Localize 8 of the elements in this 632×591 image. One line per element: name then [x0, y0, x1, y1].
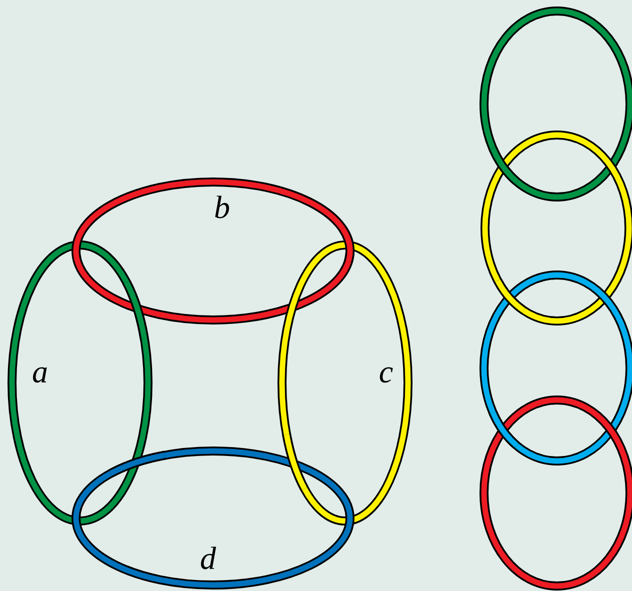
ring: a	[8, 240, 152, 526]
ring: c	[278, 240, 412, 526]
ring	[480, 6, 632, 202]
ring: b	[72, 178, 354, 324]
ring	[480, 130, 632, 326]
ring	[480, 395, 632, 590]
ring	[480, 270, 632, 466]
ring: d	[72, 446, 354, 590]
